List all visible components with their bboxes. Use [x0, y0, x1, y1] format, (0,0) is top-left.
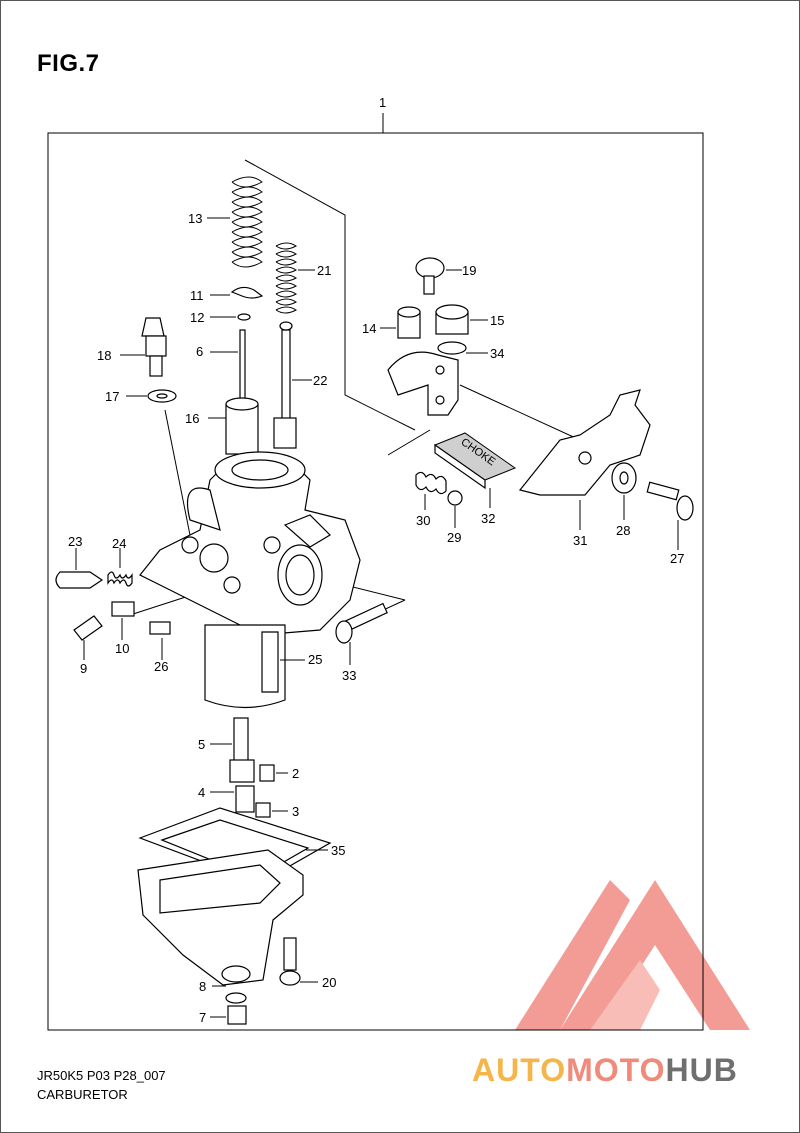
callout-6: 6: [196, 344, 203, 359]
pilot-screw-9: [73, 615, 103, 660]
callout-28: 28: [616, 523, 630, 538]
spring-21: [275, 242, 315, 314]
throttle-slide-16: [208, 397, 259, 455]
callout-15: 15: [490, 313, 504, 328]
cap-14: [380, 306, 421, 339]
callout-1: 1: [379, 95, 386, 110]
callout-labels: 1 2 3 4 5 6 7 8 9 10 11 12 13 14 15 16 1…: [68, 95, 684, 1025]
choke-plate-32: CHOKE: [433, 432, 517, 508]
callout-25: 25: [308, 652, 322, 667]
callout-31: 31: [573, 533, 587, 548]
throttle-stop-screw-23: [55, 548, 104, 589]
watermark-auto: AUTO: [472, 1052, 567, 1088]
callout-24: 24: [112, 536, 126, 551]
cap-15: [435, 304, 488, 335]
starter-plunger-22: [273, 321, 312, 449]
pin-26: [149, 621, 171, 660]
figure-code: JR50K5 P03 P28_007: [37, 1068, 166, 1083]
callout-4: 4: [198, 785, 205, 800]
callout-11: 11: [190, 288, 204, 303]
callout-17: 17: [105, 389, 119, 404]
watermark-hub: HUB: [665, 1052, 738, 1088]
needle-6: [210, 329, 246, 401]
callout-2: 2: [292, 766, 299, 781]
screw-20: [279, 937, 318, 986]
washer-17: [126, 389, 177, 403]
callout-20: 20: [322, 975, 336, 990]
callout-16: 16: [185, 411, 199, 426]
callout-29: 29: [447, 530, 461, 545]
clip-11: [230, 286, 264, 299]
spring-10: [111, 601, 135, 640]
figure-name: CARBURETOR: [37, 1087, 128, 1102]
callout-23: 23: [68, 534, 82, 549]
watermark-text: AUTOMOTOHUB: [472, 1052, 738, 1089]
callout-3: 3: [292, 804, 299, 819]
screw-27: [646, 481, 694, 550]
callout-35: 35: [331, 843, 345, 858]
callout-10: 10: [115, 641, 129, 656]
drain-screw-7: [210, 1005, 247, 1025]
spring-13: [207, 176, 263, 268]
callout-30: 30: [416, 513, 430, 528]
callout-22: 22: [313, 373, 327, 388]
callout-19: 19: [462, 263, 476, 278]
callout-5: 5: [198, 737, 205, 752]
holder-34: [387, 341, 488, 416]
float-bowl: [137, 849, 304, 986]
spring-24: [107, 548, 133, 587]
callout-12: 12: [190, 310, 204, 325]
jet-3: [255, 802, 288, 818]
plug-2: [259, 764, 288, 782]
callout-18: 18: [97, 348, 111, 363]
callout-14: 14: [362, 321, 376, 336]
callout-8: 8: [199, 979, 206, 994]
jet-4: [210, 785, 255, 813]
ball-29: [447, 490, 463, 528]
screw-33: [335, 602, 388, 665]
figure-title: FIG.7: [37, 50, 100, 77]
needle-jet-5: [210, 717, 255, 783]
spring-30: [415, 471, 447, 510]
callout-9: 9: [80, 661, 87, 676]
watermark-moto: MOTO: [566, 1052, 666, 1088]
assembly-frame: [47, 132, 704, 1031]
watermark-logo: [515, 880, 750, 1030]
callout-21: 21: [317, 263, 331, 278]
callout-26: 26: [154, 659, 168, 674]
bowl-section-25: [204, 624, 305, 709]
callout-33: 33: [342, 668, 356, 683]
air-screw-18: [120, 317, 167, 377]
washer-28: [611, 462, 637, 520]
carburetor-body: [139, 451, 361, 636]
clip-12: [237, 313, 251, 321]
callout-27: 27: [670, 551, 684, 566]
screw-19: [415, 257, 462, 295]
callout-32: 32: [481, 511, 495, 526]
washer-8: [212, 985, 247, 1004]
callout-7: 7: [199, 1010, 206, 1025]
callout-34: 34: [490, 346, 504, 361]
choke-lever-31: [518, 389, 651, 530]
callout-13: 13: [188, 211, 202, 226]
